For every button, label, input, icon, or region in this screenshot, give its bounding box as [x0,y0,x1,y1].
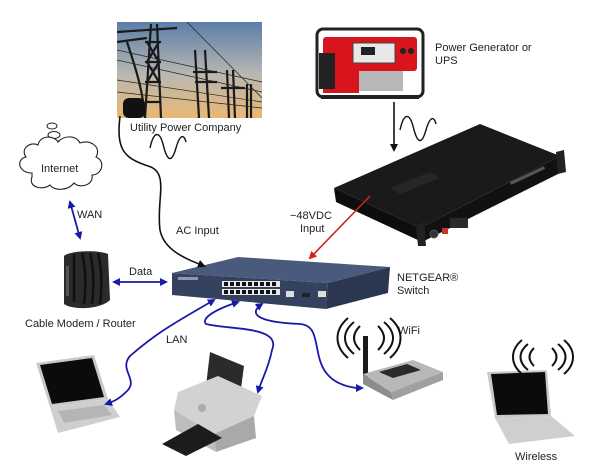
wireless-laptop-image [487,370,575,444]
generator-wave-icon [399,115,437,142]
lan-link-printer [204,300,275,394]
generator-image [315,27,425,99]
wan-link [67,200,83,240]
utility-power-image [117,22,262,118]
wireless-signal-icon [512,339,574,375]
generator-label-line1: Power Generator or [435,42,532,54]
utility-label: Utility Power Company [130,122,242,134]
wifi-signal-icon [336,317,402,359]
lan-link-laptop [104,298,216,406]
ac-input-label: AC Input [176,225,219,237]
internet-cloud [19,122,103,190]
ac-power-line [118,115,206,268]
wifi-label: WiFi [398,325,420,337]
wireless-label: Wireless [515,451,558,463]
ac-wave-icon [149,133,187,160]
lan-link-router [254,302,364,392]
switch-label-line2: Switch [397,285,430,297]
ups-power-unit-image [334,124,566,246]
data-label: Data [129,266,153,278]
wifi-router-image [363,336,443,400]
dc-input-label-line1: −48VDC [290,210,332,222]
dc-power-line [308,195,371,260]
cable-modem-image [64,251,110,309]
internet-label: Internet [41,163,79,175]
netgear-switch-image [172,257,390,309]
dc-input-label-line2: Input [300,223,325,235]
generator-label-line2: UPS [435,55,458,67]
switch-label-line1: NETGEAR® [397,272,459,284]
wired-laptop-image [36,355,120,433]
wan-label: WAN [77,209,103,221]
